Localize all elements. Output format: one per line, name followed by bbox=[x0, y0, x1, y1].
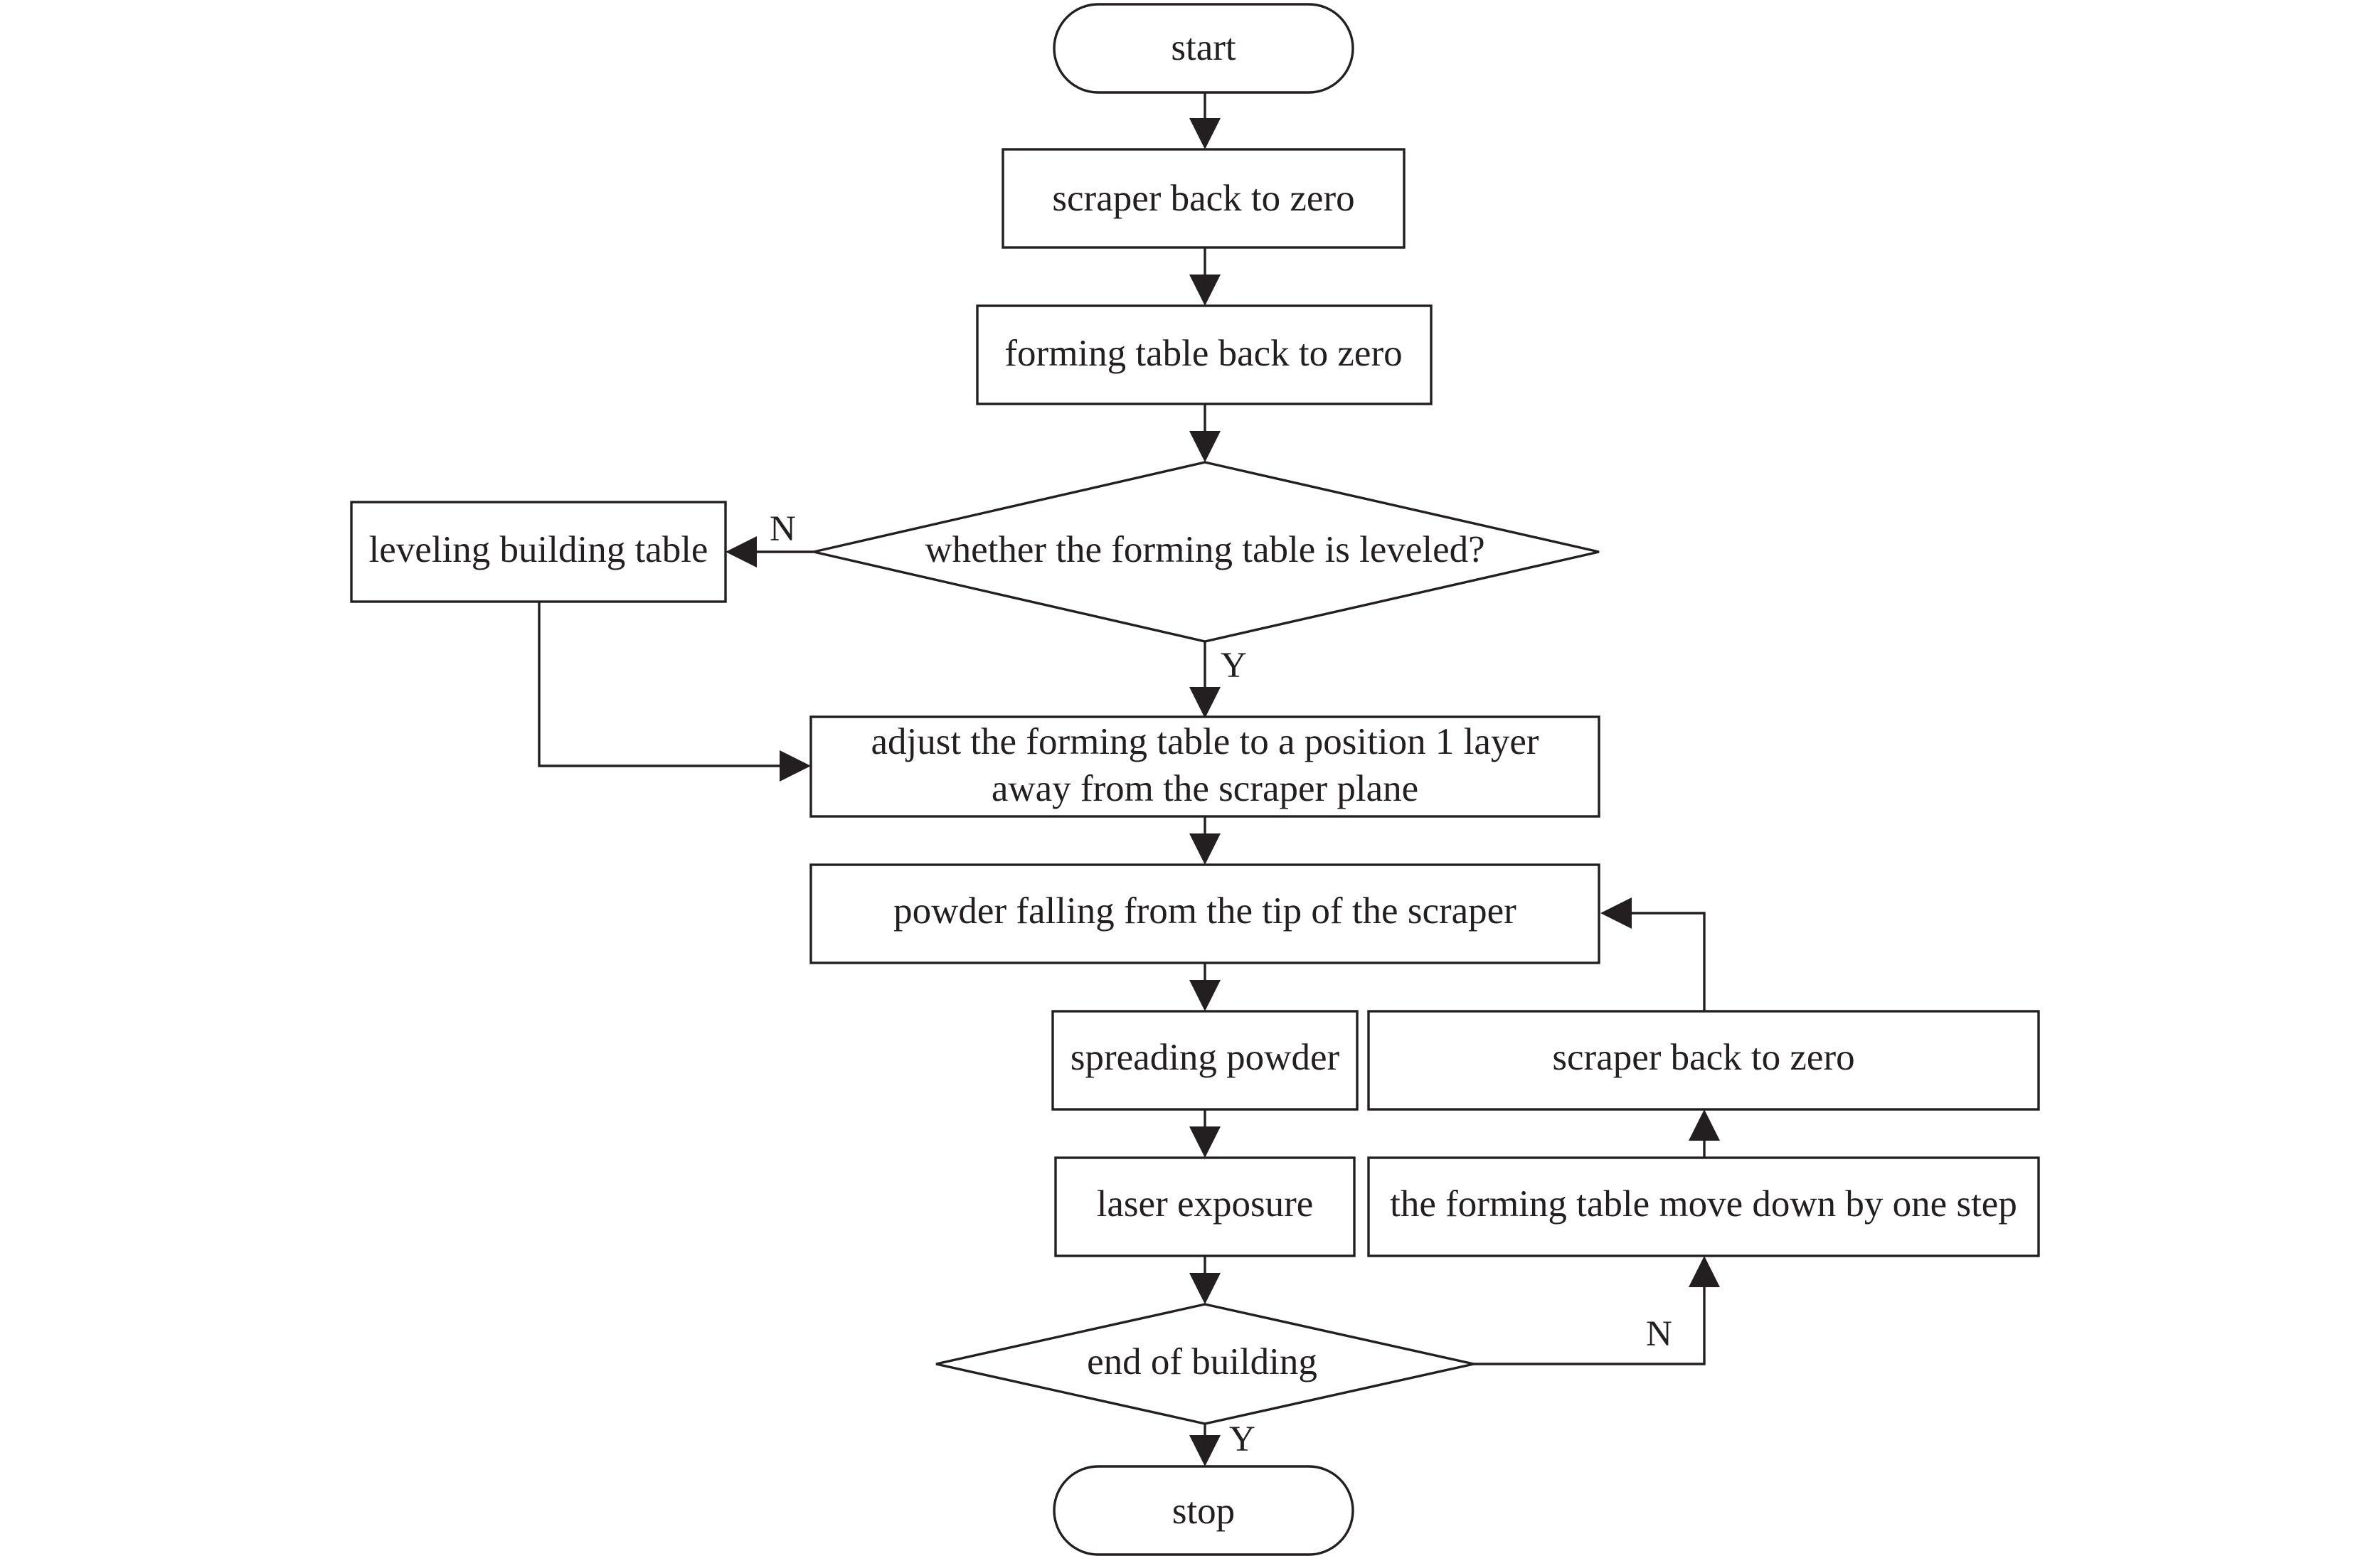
arrowhead bbox=[1189, 1273, 1221, 1304]
scraper-zero-label: scraper back to zero bbox=[1052, 178, 1354, 219]
start-label: start bbox=[1171, 27, 1236, 68]
arrowhead bbox=[1189, 1126, 1221, 1158]
laser-label: laser exposure bbox=[1097, 1183, 1314, 1225]
arrowhead bbox=[1189, 118, 1221, 149]
stop-label: stop bbox=[1172, 1491, 1235, 1532]
spreading-label: spreading powder bbox=[1071, 1037, 1340, 1078]
scraper-zero-2-label: scraper back to zero bbox=[1552, 1037, 1854, 1078]
node-leveling-building-table: leveling building table bbox=[350, 501, 727, 603]
arrowhead bbox=[1189, 980, 1221, 1011]
adjust-label-line-2: away from the scraper plane bbox=[992, 768, 1418, 809]
node-start: start bbox=[1053, 3, 1354, 94]
leveled-no-label: N bbox=[770, 509, 796, 549]
end-no-label: N bbox=[1646, 1314, 1672, 1354]
arrowhead bbox=[1189, 687, 1221, 718]
node-forming-table-back-to-zero: forming table back to zero bbox=[976, 304, 1433, 405]
arrowhead bbox=[1689, 1256, 1720, 1287]
node-powder-falling: powder falling from the tip of the scrap… bbox=[809, 863, 1600, 964]
arrowhead bbox=[1689, 1109, 1720, 1141]
leveled-yes-label: Y bbox=[1221, 646, 1247, 686]
node-scraper-back-to-zero-2: scraper back to zero bbox=[1367, 1010, 2040, 1111]
table-zero-label: forming table back to zero bbox=[1004, 333, 1402, 374]
edge-leveling-to-adjust bbox=[538, 602, 782, 767]
arrowhead bbox=[1189, 1435, 1221, 1466]
node-spreading-powder: spreading powder bbox=[1051, 1010, 1359, 1111]
arrowhead bbox=[1189, 431, 1221, 462]
adjust-label-line-1: adjust the forming table to a position 1… bbox=[871, 721, 1539, 762]
decision-end-of-building: end of building bbox=[935, 1303, 1475, 1425]
arrowhead bbox=[780, 750, 811, 782]
arrowhead bbox=[1189, 275, 1221, 306]
leveling-label: leveling building table bbox=[369, 529, 708, 570]
edge-scraper-to-powder-loop bbox=[1629, 912, 1706, 1011]
move-down-label: the forming table move down by one step bbox=[1390, 1183, 2017, 1225]
powder-falling-label: powder falling from the tip of the scrap… bbox=[893, 890, 1516, 932]
node-move-down-one-step: the forming table move down by one step bbox=[1367, 1156, 2040, 1257]
leveled-question-label: whether the forming table is leveled? bbox=[925, 529, 1484, 570]
decision-table-leveled: whether the forming table is leveled? bbox=[813, 461, 1600, 643]
node-adjust-forming-table: adjust the forming table to a position 1… bbox=[809, 715, 1600, 818]
node-stop: stop bbox=[1053, 1465, 1354, 1556]
node-scraper-back-to-zero: scraper back to zero bbox=[1002, 148, 1406, 249]
end-yes-label: Y bbox=[1229, 1419, 1255, 1459]
edge-end-no-to-move-down bbox=[1474, 1284, 1706, 1365]
edges bbox=[538, 92, 1720, 1466]
arrowhead bbox=[726, 536, 757, 567]
node-laser-exposure: laser exposure bbox=[1054, 1156, 1356, 1257]
end-question-label: end of building bbox=[1087, 1341, 1317, 1382]
arrowhead bbox=[1600, 897, 1632, 929]
arrowhead bbox=[1189, 833, 1221, 865]
